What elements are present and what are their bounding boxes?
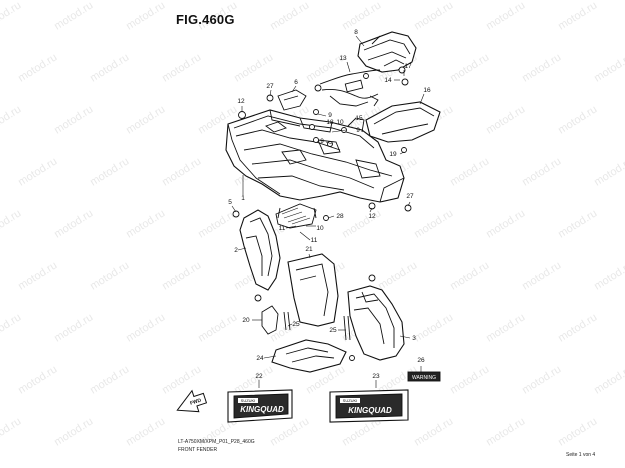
callout-11a: 11 [279,225,286,232]
callout-24: 24 [256,355,264,362]
page-indicator: Seite 1 von 4 [566,452,596,458]
wiring-harness-part[interactable] [314,69,381,107]
center-mud-plate-part[interactable] [287,253,339,327]
callout-27a: 27 [266,83,274,90]
warning-label-text: WARNING [412,375,436,381]
callout-8: 8 [354,29,358,36]
decal-left-brand: SUZUKI [241,398,256,403]
callout-25a: 25 [292,321,300,328]
callout-19: 19 [389,151,397,158]
callout-22: 22 [255,373,263,380]
decal-left-model: KINGQUAD [240,405,284,414]
bracket-part-20[interactable] [261,305,279,335]
callout-9a: 9 [328,112,332,119]
callout-6: 6 [294,79,298,86]
left-inner-fender-part[interactable] [239,209,281,291]
leader-lines [231,35,425,388]
fasteners-group [232,66,412,361]
callout-9b: 9 [356,127,360,134]
under-plate-part[interactable] [271,339,347,373]
callout-2: 2 [234,247,238,254]
callout-20: 20 [242,317,250,324]
callout-23: 23 [372,373,380,380]
callout-27b: 27 [406,193,414,200]
decal-right-part-23[interactable]: SUZUKI KINGQUAD [329,389,409,423]
callout-1: 1 [241,195,245,202]
right-inner-fender-part[interactable] [347,285,405,361]
side-deflector-part[interactable] [365,101,441,143]
callout-14: 14 [384,77,392,84]
callout-18: 18 [326,119,334,126]
callout-5: 5 [228,199,232,206]
callout-16: 16 [423,87,431,94]
callout-10b: 10 [316,225,324,232]
figure-caption: FRONT FENDER [178,447,218,453]
forward-arrow: FWD [176,389,208,413]
callout-12b: 12 [368,213,376,220]
callout-17: 17 [404,63,412,70]
warning-label-part-26[interactable]: WARNING [407,371,441,382]
decal-right-brand: SUZUKI [343,398,358,403]
callout-10a: 10 [336,119,344,126]
callout-26: 26 [417,357,425,364]
callout-15: 15 [355,115,363,122]
callout-28: 28 [336,213,344,220]
callout-12a: 12 [237,98,245,105]
callout-3: 3 [412,335,416,342]
callout-9c: 9 [320,138,324,145]
decal-left-part-22[interactable]: SUZUKI KINGQUAD [227,389,293,423]
callout-11b: 11 [311,237,318,244]
callout-labels: 1235689991010111112121314151617181920212… [228,29,431,380]
grille-bracket-part[interactable] [275,203,317,229]
forward-arrow-label: FWD [189,397,202,406]
clip-part-25[interactable] [283,311,351,341]
figure-title: FIG.460G [176,12,235,27]
callout-13: 13 [339,55,347,62]
front-fender-main-part[interactable] [225,109,405,203]
figure-code: LT-A750XM/XPM_P01_P28_460G [178,439,255,445]
bracket-part-6[interactable] [277,89,307,111]
upper-cover-part[interactable] [357,31,417,73]
callout-25b: 25 [329,327,337,334]
decal-right-model: KINGQUAD [348,406,392,415]
callout-21: 21 [305,246,313,253]
